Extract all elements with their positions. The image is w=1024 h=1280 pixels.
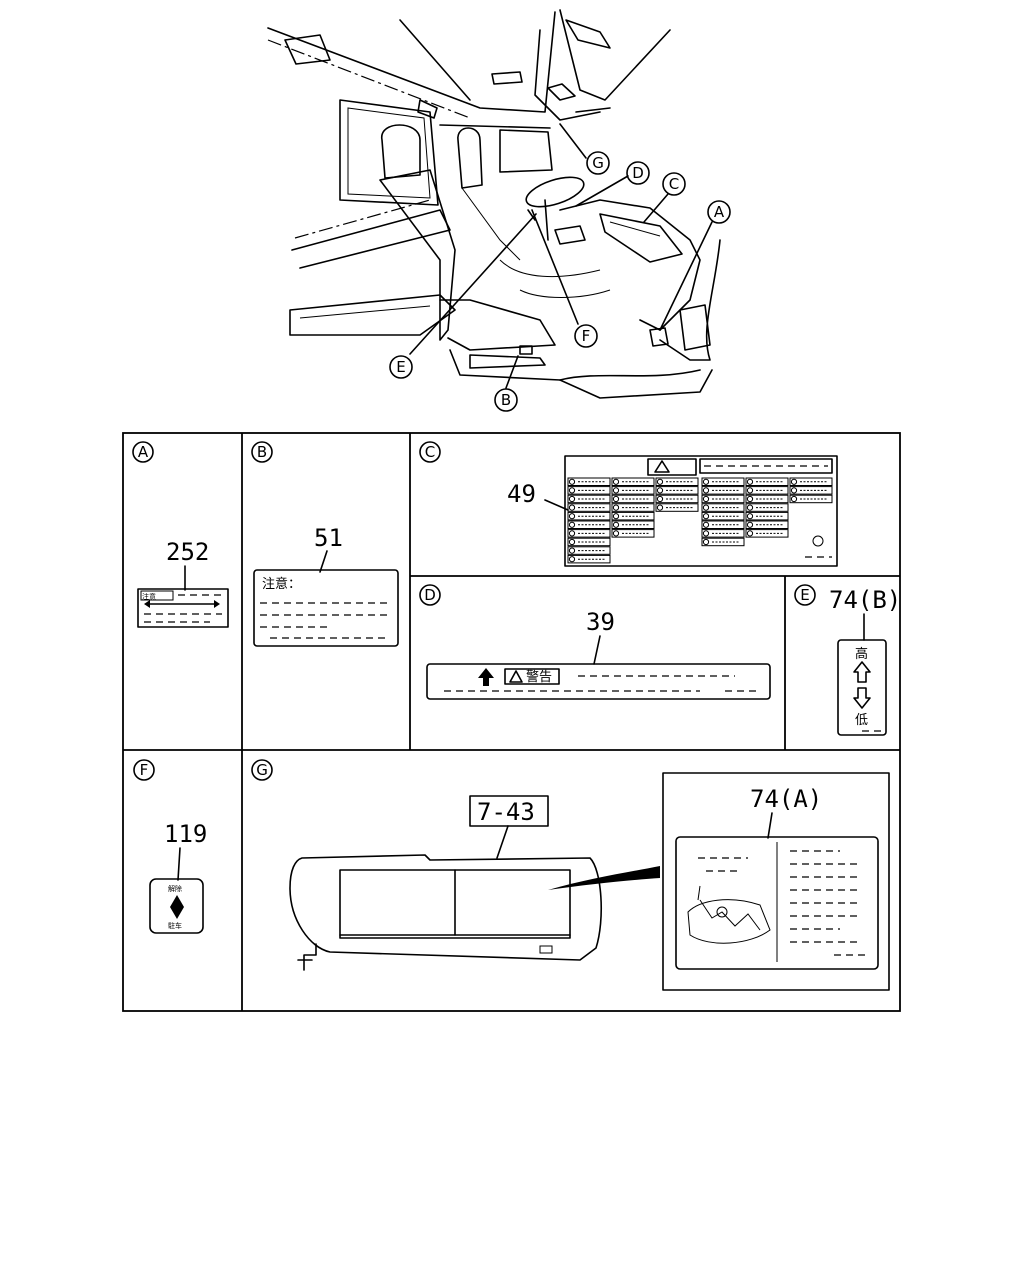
label-49 xyxy=(564,455,838,567)
panel-a: A 252 注意 xyxy=(132,441,229,628)
label-74a xyxy=(675,836,879,970)
panel-e-part-number: 74(B) xyxy=(829,586,901,614)
panel-c-part-number: 49 xyxy=(507,480,536,508)
callout-f: F xyxy=(574,324,598,348)
callout-a: A xyxy=(707,200,731,224)
panel-g: G 7-43 74(A) xyxy=(251,759,890,991)
panel-a-part-number: 252 xyxy=(166,538,209,566)
panel-c-letter: C xyxy=(425,443,435,461)
svg-text:低: 低 xyxy=(855,713,868,728)
panel-f-letter: F xyxy=(140,761,149,779)
panel-c: C 49 xyxy=(419,441,838,567)
label-51: 注意： xyxy=(253,569,399,647)
panel-d-letter: D xyxy=(424,586,436,604)
panel-g-part-number: 74(A) xyxy=(750,785,822,813)
label-119: 解除 駐车 xyxy=(149,878,204,934)
svg-text:F: F xyxy=(582,327,591,345)
svg-text:高: 高 xyxy=(855,646,868,662)
callout-g: G xyxy=(586,151,610,175)
cab-interior-illustration: G D C A F E B xyxy=(267,9,731,412)
svg-text:7-43: 7-43 xyxy=(477,798,535,826)
svg-text:D: D xyxy=(632,164,644,182)
panel-b: B 51 注意： xyxy=(251,441,399,647)
callout-b: B xyxy=(494,388,518,412)
panel-e-letter: E xyxy=(800,586,809,604)
panel-d-part-number: 39 xyxy=(586,608,615,636)
panel-f-part-number: 119 xyxy=(164,820,207,848)
svg-text:E: E xyxy=(396,358,405,376)
svg-text:B: B xyxy=(501,391,511,409)
panel-grid xyxy=(122,432,901,1012)
panel-d: D 39 警告 xyxy=(419,584,771,700)
panel-b-letter: B xyxy=(257,443,267,461)
label-252: 注意 xyxy=(137,588,229,628)
label-74b: 高 低 xyxy=(837,639,887,736)
panel-a-letter: A xyxy=(138,443,149,461)
svg-text:注意：: 注意： xyxy=(262,576,301,592)
panel-f: F 119 解除 駐车 xyxy=(133,759,207,934)
label-39: 警告 xyxy=(426,663,771,700)
callout-e: E xyxy=(389,355,413,379)
callout-c: C xyxy=(662,172,686,196)
svg-text:解除: 解除 xyxy=(168,884,182,893)
svg-text:G: G xyxy=(592,154,604,172)
svg-text:警告: 警告 xyxy=(526,669,552,685)
sun-visor xyxy=(289,854,660,971)
panel-g-letter: G xyxy=(256,761,268,779)
callout-d: D xyxy=(626,161,650,185)
svg-text:A: A xyxy=(714,203,725,221)
panel-b-part-number: 51 xyxy=(314,524,343,552)
svg-text:駐车: 駐车 xyxy=(168,921,182,930)
svg-text:注意: 注意 xyxy=(142,592,156,601)
ref-box-7-43: 7-43 xyxy=(469,795,549,827)
svg-text:C: C xyxy=(669,175,679,193)
panel-e: E 74(B) 高 低 xyxy=(794,584,901,736)
